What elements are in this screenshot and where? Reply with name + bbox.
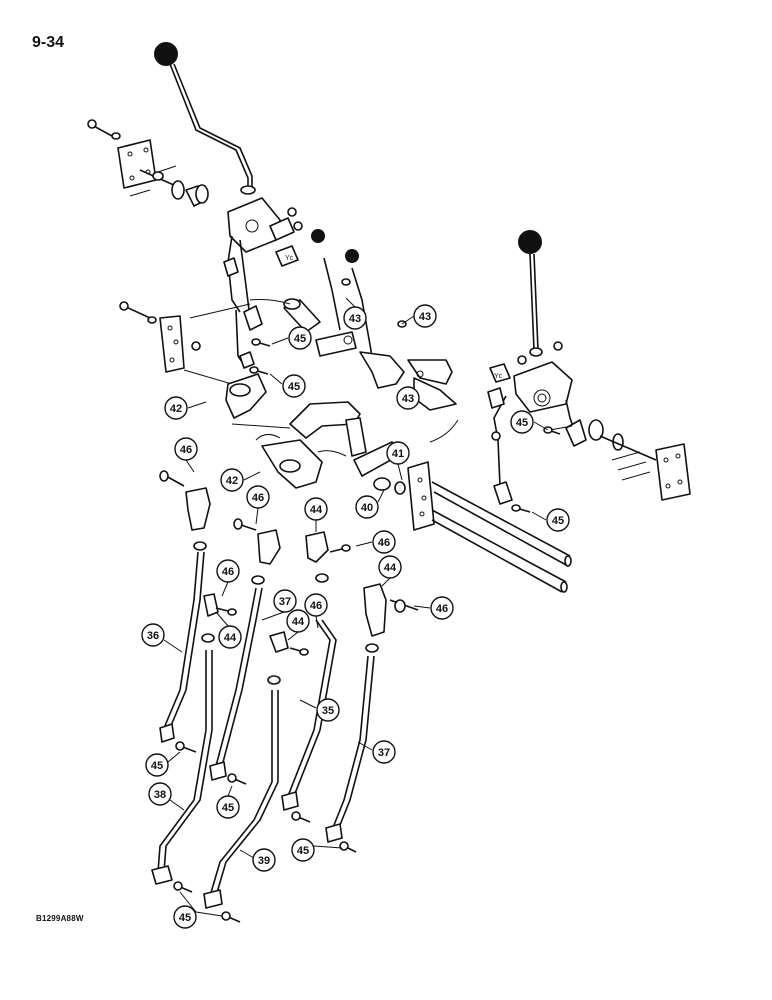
left-pivot-plate (159, 315, 185, 373)
callout-44-c: 44 (286, 609, 310, 641)
right-lever-housing (513, 361, 573, 413)
svg-text:37: 37 (279, 596, 291, 608)
callout-45-c: 45 (510, 410, 549, 434)
svg-text:46: 46 (378, 537, 390, 549)
callout-46-f: 46 (304, 593, 328, 629)
middle-u-bracket (407, 359, 453, 385)
callout-39: 39 (239, 848, 276, 872)
center-u-brackets (225, 373, 367, 489)
svg-text:45: 45 (297, 845, 309, 857)
right-shift-lever-assembly: Yc (487, 230, 691, 505)
callout-38: 38 (148, 782, 185, 811)
svg-text:36: 36 (147, 630, 159, 642)
callout-46-d: 46 (216, 559, 240, 597)
svg-text:42: 42 (226, 475, 238, 487)
callout-42-b: 42 (220, 468, 261, 492)
callouts: 43 43 43 45 45 42 45 45 46 42 41 40 46 4… (141, 297, 570, 929)
right-mount-plate (655, 443, 691, 501)
middle-lever-assembly (189, 229, 457, 411)
svg-text:35: 35 (322, 705, 334, 717)
callout-43-a: 43 (343, 297, 367, 330)
clevis-a (185, 487, 211, 531)
svg-text:46: 46 (310, 600, 322, 612)
callout-42-a: 42 (164, 396, 207, 420)
svg-text:43: 43 (349, 313, 361, 325)
left-pivot-bracket (119, 301, 233, 385)
callout-45-e: 45 (145, 751, 181, 777)
callout-45-a: 45 (271, 326, 312, 350)
linkage-rods (151, 541, 379, 909)
svg-text:38: 38 (154, 789, 166, 801)
svg-text:44: 44 (292, 616, 305, 628)
svg-text:Yc: Yc (494, 373, 503, 380)
callout-37-a: 37 (261, 589, 297, 621)
callout-45-b: 45 (269, 373, 306, 398)
left-mount-plate (117, 139, 157, 189)
svg-text:39: 39 (258, 855, 270, 867)
callout-43-c: 43 (396, 386, 420, 410)
svg-text:46: 46 (436, 603, 448, 615)
shaft-support-plate (407, 461, 435, 531)
callout-44-a: 44 (304, 497, 328, 532)
svg-text:45: 45 (294, 333, 306, 345)
svg-text:46: 46 (222, 566, 234, 578)
callout-44-b: 44 (378, 555, 402, 587)
callout-43-b: 43 (401, 304, 437, 328)
right-lever-knob (518, 230, 542, 254)
callout-45-d: 45 (531, 508, 570, 532)
svg-text:44: 44 (224, 632, 237, 644)
callout-36: 36 (141, 623, 183, 653)
svg-text:44: 44 (310, 504, 323, 516)
svg-text:45: 45 (179, 912, 191, 924)
clevises-and-bolts (159, 470, 419, 656)
svg-text:43: 43 (419, 311, 431, 323)
left-shift-lever (169, 63, 249, 190)
svg-text:46: 46 (252, 492, 264, 504)
clevis-c (305, 531, 329, 563)
callout-46-b: 46 (246, 485, 270, 525)
callout-46-c: 46 (355, 530, 396, 554)
callout-45-g: 45 (291, 838, 343, 862)
svg-text:45: 45 (151, 760, 163, 772)
svg-text:42: 42 (170, 403, 182, 415)
svg-text:Yc: Yc (285, 255, 294, 262)
svg-text:46: 46 (180, 444, 192, 456)
svg-text:45: 45 (288, 381, 300, 393)
center-bushing-block (225, 373, 267, 419)
page-number: 9-34 (32, 34, 65, 51)
clevis-b (257, 529, 281, 565)
svg-text:45: 45 (516, 417, 528, 429)
callout-40: 40 (355, 489, 385, 519)
svg-text:40: 40 (361, 502, 373, 514)
figure-code: B1299A88W (36, 914, 84, 923)
svg-text:45: 45 (552, 515, 564, 527)
svg-text:44: 44 (384, 562, 397, 574)
left-shift-lever-assembly: Yc (87, 42, 303, 369)
callout-35: 35 (299, 698, 340, 722)
callout-41: 41 (386, 441, 410, 481)
svg-text:45: 45 (222, 802, 234, 814)
svg-text:41: 41 (392, 448, 404, 460)
svg-text:43: 43 (402, 393, 414, 405)
clevis-d (363, 583, 387, 637)
callout-45-f: 45 (216, 785, 240, 819)
svg-text:37: 37 (378, 747, 390, 759)
callout-45-h: 45 (173, 891, 223, 929)
callout-46-e: 46 (413, 596, 454, 620)
callout-44-d: 44 (215, 611, 242, 649)
callout-37-b: 37 (357, 740, 396, 764)
left-lever-knob (154, 42, 178, 66)
callout-46-a: 46 (174, 437, 198, 473)
